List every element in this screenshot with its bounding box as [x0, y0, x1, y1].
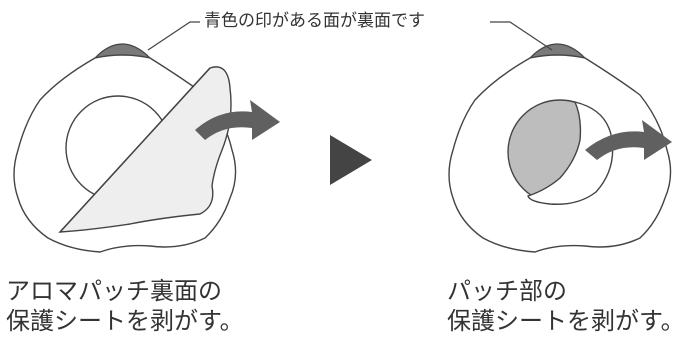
- peel-arrow-icon: [195, 100, 280, 140]
- step-2-caption: パッチ部の 保護シートを剥がす。: [447, 277, 685, 335]
- step-1-illustration: [13, 43, 280, 253]
- step-2-illustration: [448, 43, 672, 253]
- next-step-icon: [330, 135, 372, 185]
- back-side-note: 青色の印がある面が裏面です: [200, 10, 429, 32]
- fold-line: [59, 67, 211, 233]
- step-1-caption: アロマパッチ裏面の 保護シートを剥がす。: [6, 277, 244, 335]
- peel-arrow-icon: [585, 120, 672, 160]
- marker-leader-line: [490, 21, 553, 51]
- marker-leader-line: [147, 21, 206, 51]
- peeling-sheet: [58, 66, 232, 233]
